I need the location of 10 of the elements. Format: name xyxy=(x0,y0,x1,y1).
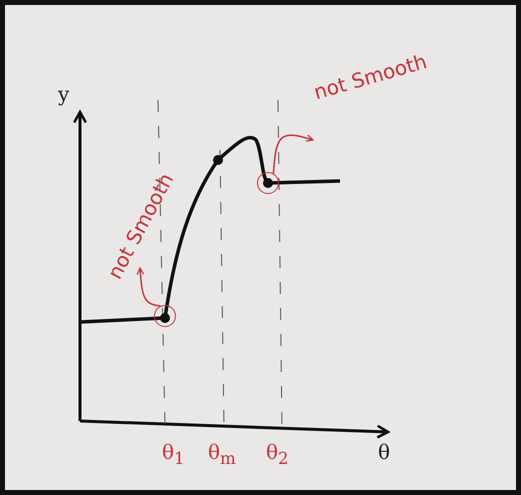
highlight-circle xyxy=(154,305,176,327)
tick-label: θ$_{1}$ xyxy=(162,442,185,468)
tick-label: θ$_{2}$ xyxy=(266,442,289,468)
axis-label: θ xyxy=(378,442,390,462)
leader-arrow xyxy=(272,134,314,174)
highlight-circle xyxy=(257,172,279,194)
leader-arrow xyxy=(136,267,160,307)
tick-label: θ$_{m}$ xyxy=(208,442,236,468)
annotation-text: not Smooth xyxy=(312,42,462,106)
axis-label: y xyxy=(58,84,70,104)
